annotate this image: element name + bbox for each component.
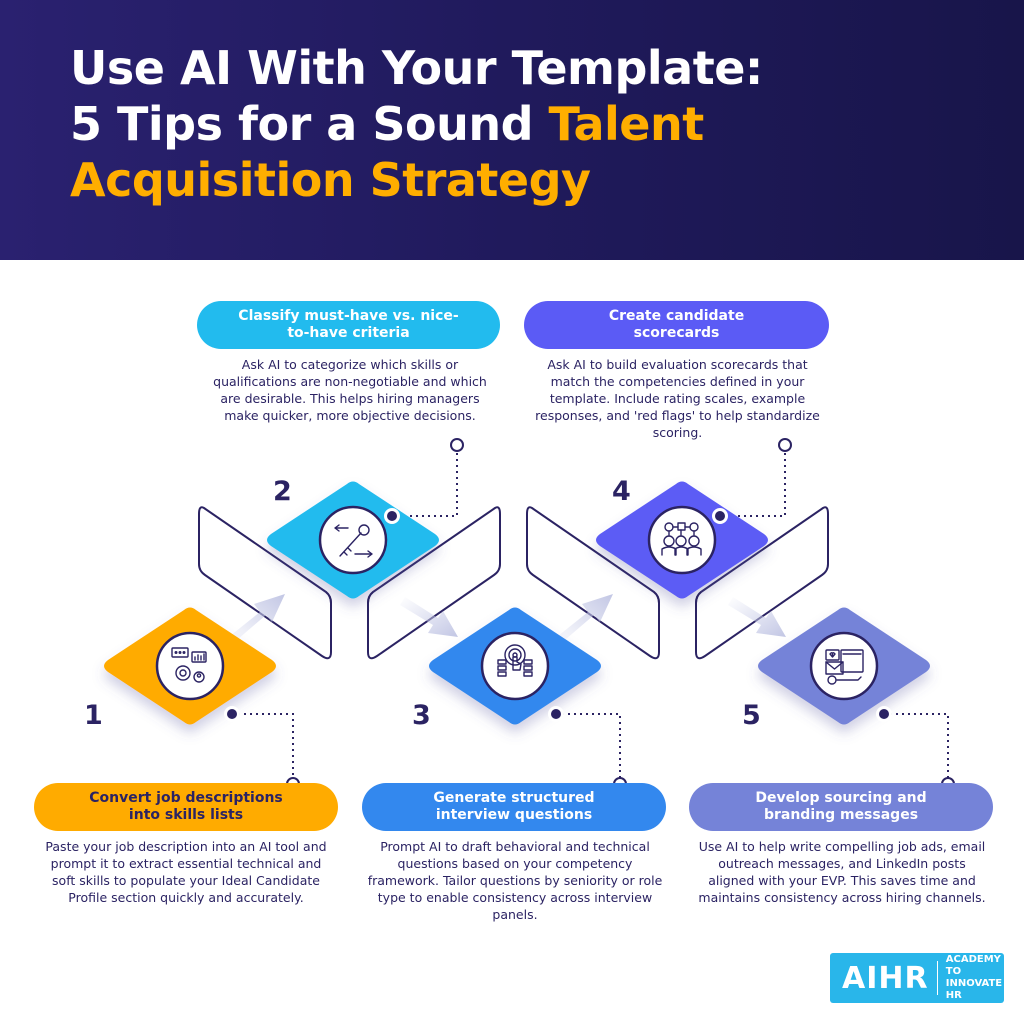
step-3-description: Prompt AI to draft behavioral and techni…	[367, 839, 663, 922]
dotted-connectors	[232, 452, 949, 780]
aihr-logo: AIHR ACADEMY TO INNOVATE HR	[830, 953, 1004, 1003]
title-line-2: 5 Tips for a Sound Talent	[70, 97, 705, 151]
step-4-description: Ask AI to build evaluation scorecards th…	[535, 357, 820, 440]
step-5-title: Develop sourcing and branding messages	[689, 783, 993, 831]
step-number-4: 4	[612, 476, 631, 507]
connector-start-dots	[224, 508, 892, 722]
arrow-1-to-2	[225, 594, 285, 645]
header-banner: Use AI With Your Template: 5 Tips for a …	[0, 0, 1024, 260]
step-2-title: Classify must-have vs. nice-to-have crit…	[197, 301, 500, 349]
step-number-1: 1	[84, 700, 103, 731]
arrow-3-to-4	[553, 594, 613, 645]
key-arrows-icon	[318, 505, 388, 575]
gear-analytics-user-icon	[155, 631, 225, 701]
step-3-title: Generate structured interview questions	[362, 783, 666, 831]
email-marketing-icon	[809, 631, 879, 701]
step-5-description: Use AI to help write compelling job ads,…	[698, 839, 986, 905]
title-line-3: Acquisition Strategy	[70, 153, 591, 207]
logo-wordmark: AIHR	[842, 960, 929, 996]
step-number-2: 2	[273, 476, 292, 507]
step-2-description: Ask AI to categorize which skills or qua…	[213, 357, 487, 423]
step-number-3: 3	[412, 700, 431, 731]
step-4-title: Create candidate scorecards	[524, 301, 829, 349]
title-accent: Talent	[548, 97, 705, 151]
candidates-evaluation-icon	[647, 505, 717, 575]
step-number-5: 5	[742, 700, 761, 731]
title-line-1: Use AI With Your Template:	[70, 41, 763, 95]
arrow-4-to-5	[728, 597, 786, 637]
logo-tagline: ACADEMY TO INNOVATE HR	[945, 954, 1003, 1001]
touch-target-icon	[480, 631, 550, 701]
page-title: Use AI With Your Template: 5 Tips for a …	[70, 40, 970, 208]
arrow-2-to-3	[400, 597, 458, 637]
step-1-title: Convert job descriptions into skills lis…	[34, 783, 338, 831]
logo-divider	[936, 961, 938, 995]
step-1-description: Paste your job description into an AI to…	[45, 839, 327, 905]
flow-arrows	[225, 594, 786, 645]
